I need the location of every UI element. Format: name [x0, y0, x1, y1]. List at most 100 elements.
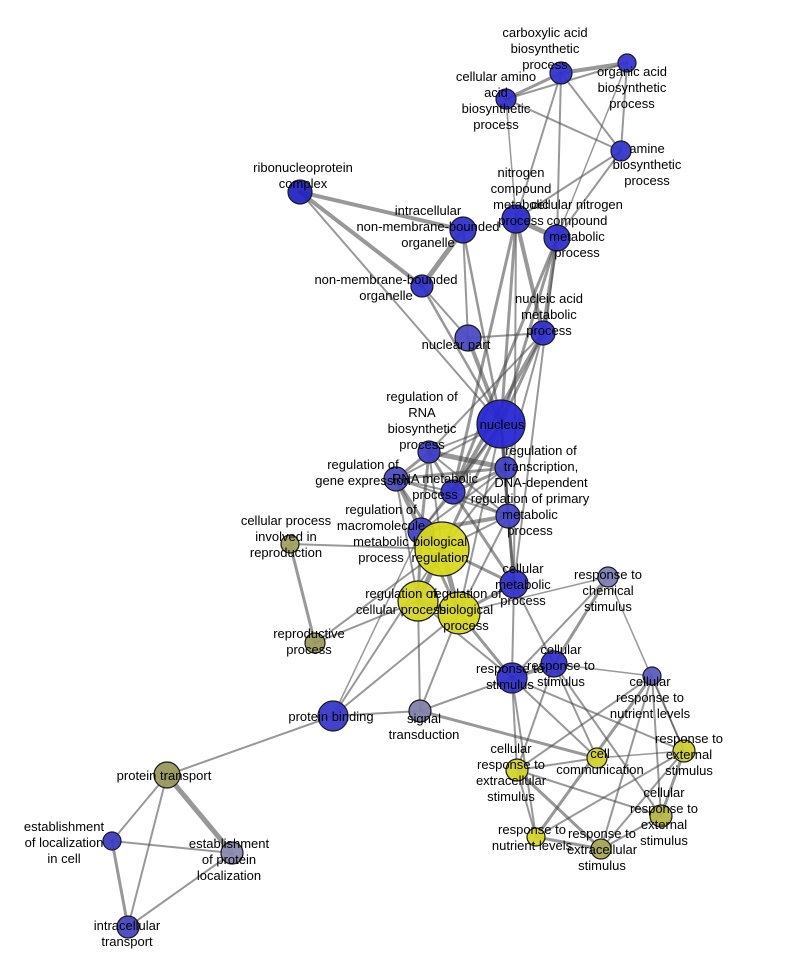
node-rge[interactable] [383, 466, 409, 492]
node-rext[interactable] [672, 739, 696, 763]
node-rchem[interactable] [597, 566, 619, 588]
node-rbp[interactable] [437, 591, 481, 635]
node-ccomm[interactable] [586, 747, 608, 769]
node-repro[interactable] [304, 632, 326, 654]
edge-pbind--ptrans [166, 715, 334, 776]
node-carb[interactable] [549, 61, 573, 85]
edge-crstim--crnl [553, 663, 653, 677]
node-crstim[interactable] [540, 650, 568, 678]
edge-crnl--crexternal [651, 675, 662, 817]
edge-amine--cnitro [556, 150, 622, 239]
node-npart[interactable] [454, 324, 482, 352]
edge-breg--pbind [332, 548, 443, 717]
node-elc[interactable] [102, 831, 122, 851]
edge-nitro--nucl_acid [514, 217, 545, 335]
edge-crnl--crex [516, 675, 653, 771]
node-breg[interactable] [414, 521, 470, 577]
node-itrans[interactable] [116, 915, 140, 939]
node-rstim[interactable] [496, 662, 528, 694]
edge-org--amine [620, 62, 628, 152]
node-cmet[interactable] [499, 569, 529, 599]
edge-rnp--nmb [298, 190, 424, 288]
node-rrb[interactable] [417, 440, 441, 464]
edge-cnitro--cmet [513, 237, 558, 585]
edge-crex--crexternal [516, 769, 662, 817]
node-org[interactable] [617, 53, 637, 73]
node-pbind[interactable] [317, 700, 349, 732]
node-amine[interactable] [610, 140, 632, 162]
node-crexternal[interactable] [649, 804, 673, 828]
edge-nitro--nucleus [499, 217, 518, 426]
edge-carb--nitro [515, 72, 562, 220]
edge-crstim--rchem [552, 575, 610, 666]
edge-cprepro--repro [288, 542, 317, 645]
edge-rstim--rchem [511, 576, 609, 679]
edge-amino--nitro [505, 98, 517, 220]
edge-amine--nitro [515, 150, 622, 220]
node-rcp[interactable] [397, 580, 439, 622]
edge-crstim--ccomm [553, 663, 598, 759]
edge-crnl--rexc [600, 675, 653, 850]
node-epl[interactable] [220, 841, 244, 865]
edge-rnp--nucleus [299, 191, 502, 425]
edge-epl--itrans [127, 852, 233, 928]
edge-rbp--pbind [332, 612, 460, 717]
edge-rge--rcp [395, 478, 419, 602]
node-crex[interactable] [505, 758, 529, 782]
node-rpm[interactable] [495, 503, 521, 529]
edge-rtd--rmm [420, 467, 507, 532]
node-cnitro[interactable] [543, 224, 571, 252]
edge-rstim--ccomm [511, 677, 598, 759]
node-inmb[interactable] [449, 216, 477, 244]
node-nitro[interactable] [501, 204, 531, 234]
node-amino[interactable] [495, 88, 517, 110]
node-label-npart: nuclear part [422, 337, 491, 352]
edge-crex--rnl [516, 769, 537, 838]
edge-npart--inmb [462, 229, 469, 339]
edge-ptrans--elc [111, 774, 168, 842]
node-strans[interactable] [408, 699, 432, 723]
node-crnl[interactable] [642, 666, 662, 686]
node-rnam[interactable] [440, 479, 466, 505]
edge-elc--itrans [110, 839, 130, 929]
edge-rbp--rchem [458, 576, 609, 614]
node-rtd[interactable] [494, 456, 518, 480]
node-rnl[interactable] [526, 827, 546, 847]
node-nmb[interactable] [410, 274, 434, 298]
node-nucleus[interactable] [476, 399, 526, 449]
node-cprepro[interactable] [280, 534, 300, 554]
node-rexc[interactable] [590, 838, 612, 860]
node-label-pbind: protein binding [288, 709, 373, 724]
node-nucl_acid[interactable] [530, 320, 556, 346]
edge-crnl--rext [651, 675, 685, 752]
edge-ptrans--itrans [127, 774, 168, 928]
edge-crstim--crex [516, 663, 555, 771]
node-rnp[interactable] [287, 179, 313, 205]
node-ptrans[interactable] [153, 761, 181, 789]
